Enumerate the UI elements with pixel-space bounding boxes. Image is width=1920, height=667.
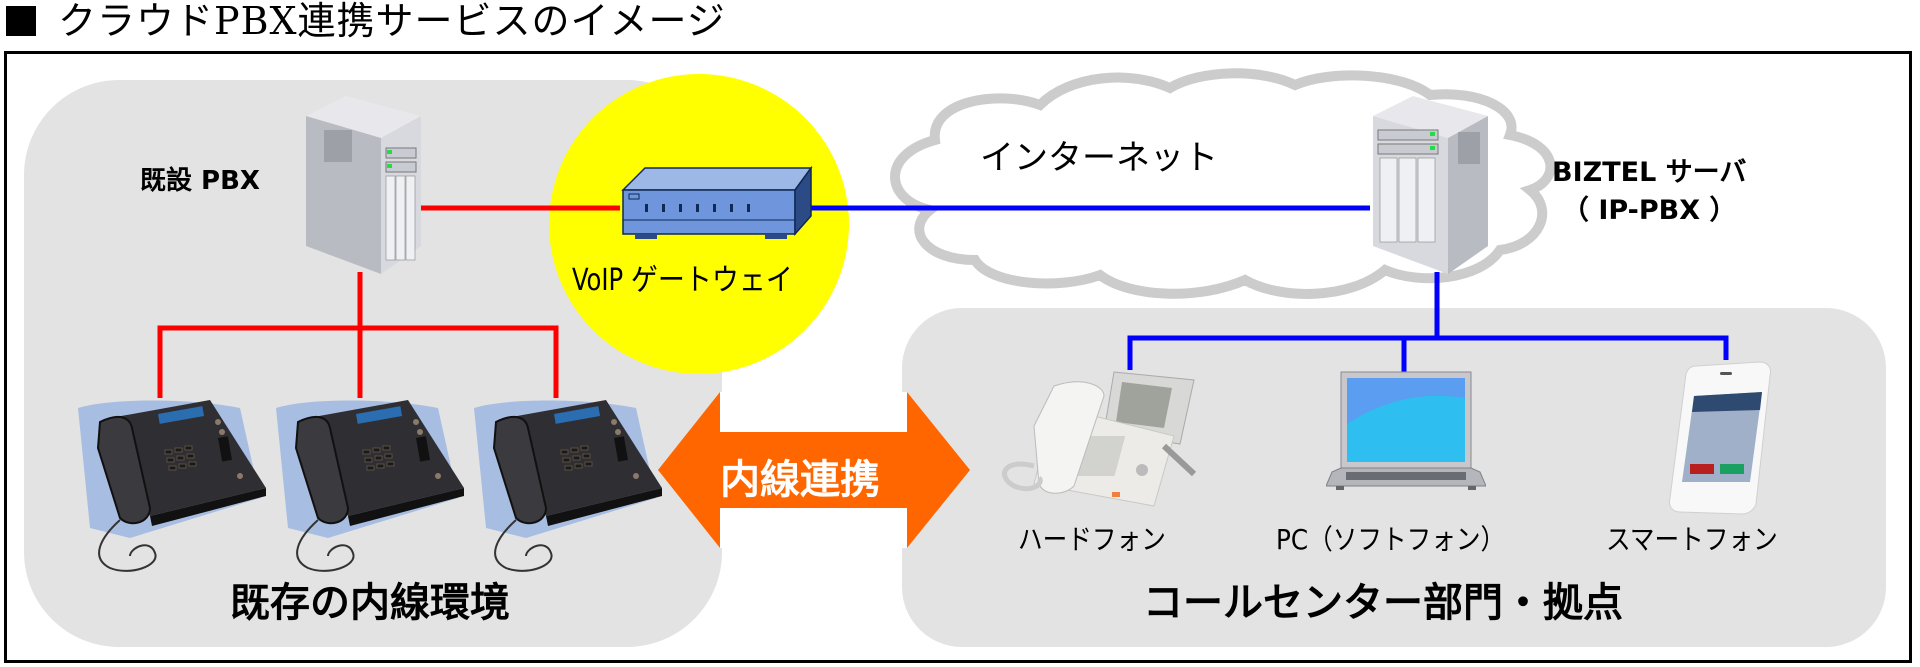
- network-gateway-icon: [621, 165, 813, 239]
- device-label-pc: PC（ソフトフォン）: [1276, 523, 1506, 556]
- desk-phone-icon: [78, 400, 266, 572]
- cloud-server-label: BIZTEL サーバ （ IP-PBX ）: [1552, 154, 1746, 230]
- double-arrow-icon: [658, 392, 970, 548]
- smartphone-icon: [1669, 361, 1771, 515]
- laptop-icon: [1326, 371, 1486, 490]
- cloud-server-label-line2: （ IP-PBX ）: [1561, 195, 1737, 226]
- black-square-icon: [6, 6, 36, 36]
- cloud-server-label-line1: BIZTEL サーバ: [1552, 157, 1747, 188]
- legacy-pbx-label: 既設 PBX: [140, 166, 260, 196]
- server-tower-icon: [306, 96, 421, 274]
- link-label: 内線連携: [720, 457, 880, 503]
- legacy-wiring: [157, 205, 620, 398]
- legacy-site-caption: 既存の内線環境: [230, 580, 510, 626]
- title-text: クラウドPBX連携サービスのイメージ: [58, 0, 726, 43]
- device-bus-line: [1127, 335, 1729, 370]
- desk-phone-icon: [276, 400, 464, 572]
- gateway-label: VoIP ゲートウェイ: [572, 263, 793, 298]
- cloud-wiring: [800, 205, 1729, 372]
- ip-phone-icon: [1002, 371, 1197, 507]
- device-label-smartphone: スマートフォン: [1606, 523, 1778, 556]
- cloud-server-icon: [1373, 96, 1488, 274]
- internet-label: インターネット: [980, 138, 1218, 178]
- desk-phone-icon: [474, 400, 662, 572]
- call-center-caption: コールセンター部門・拠点: [1143, 580, 1623, 626]
- page-title: クラウドPBX連携サービスのイメージ: [6, 0, 726, 46]
- device-label-hardphone: ハードフォン: [1018, 523, 1166, 556]
